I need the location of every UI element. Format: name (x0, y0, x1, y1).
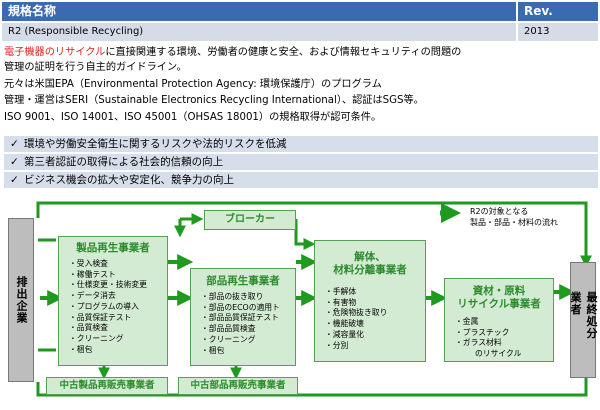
benefit-item: ✓ ビジネス機会の拡大や安定化、競争力の向上 (4, 172, 598, 188)
material-list: 金属 プラスチック ガラス材料 (445, 317, 553, 349)
dismantler-title-1: 解体、 (354, 251, 386, 263)
parts-refurbisher-box: 部品再生事業者 部品の抜き取り 部品のECOの適用ト 部品品質保証テスト 部品品… (190, 268, 296, 366)
list-item: 金属 (455, 317, 553, 328)
parts-refurbisher-title: 部品再生事業者 (206, 275, 280, 287)
list-item: 品質保証テスト (69, 313, 167, 324)
list-item: 品質検査 (69, 323, 167, 334)
list-item: 梱包 (201, 346, 295, 357)
list-item: 有害物 (325, 298, 425, 309)
description-line-2: 管理の証明を行う自主的ガイドライン。 (4, 62, 187, 73)
list-item: 受入検査 (69, 259, 167, 270)
list-item: 梱包 (69, 345, 167, 356)
list-item: 部品品質保証テスト (201, 313, 295, 324)
source-company-box: 排出企業 (8, 218, 34, 382)
used-product-seller-label: 中古製品再販売事業者 (59, 380, 155, 391)
product-refurbisher-steps: 受入検査 稼働テスト 仕様変更・技術変更 データ消去 プログラムの導入 品質保証… (59, 259, 167, 355)
list-item: クリーニング (201, 335, 295, 346)
header-label: Rev. (524, 4, 553, 18)
list-item: 部品の抜き取り (201, 292, 295, 303)
list-item: 分別 (325, 341, 425, 352)
legend-line-2: 製品・部品・材料の流れ (470, 218, 558, 227)
description-text: に直接関連する環境、労働者の健康と安全、および情報セキュリティの問題の (105, 47, 462, 58)
description-line-3: 元々は米国EPA（Environmental Protection Agency… (4, 79, 382, 90)
benefit-text: ビジネス機会の拡大や安定化、競争力の向上 (24, 174, 234, 186)
benefit-text: 第三者認証の取得による社会的信頼の向上 (24, 156, 224, 168)
dismantler-title-2: 材料分離事業者 (333, 264, 407, 276)
used-parts-seller-box: 中古部品再販売事業者 (178, 377, 298, 395)
standard-name-cell: R2 (Responsible Recycling) (2, 23, 516, 41)
table-header-name: 規格名称 (2, 2, 516, 21)
list-item: クリーニング (69, 334, 167, 345)
source-label: 排出企業 (15, 276, 28, 324)
revision-cell: 2013 (518, 23, 598, 41)
table-header-rev: Rev. (518, 2, 598, 21)
revision-value: 2013 (524, 26, 550, 37)
list-item: データ消去 (69, 291, 167, 302)
parts-refurbisher-steps: 部品の抜き取り 部品のECOの適用ト 部品品質保証テスト 部品品質検査 クリーニ… (191, 292, 295, 356)
standard-name: R2 (Responsible Recycling) (8, 26, 144, 37)
material-recycler-box: 資材・原料 リサイクル事業者 金属 プラスチック ガラス材料 のリサイクル (444, 278, 554, 362)
broker-box: ブローカー (204, 210, 296, 230)
used-product-seller-box: 中古製品再販売事業者 (46, 377, 168, 395)
description-line-4: 管理・運営はSERI（Sustainable Electronics Recyc… (4, 95, 424, 106)
highlight-text: 電子機器のリサイクル (4, 47, 106, 58)
benefit-item: ✓ 第三者認証の取得による社会的信頼の向上 (4, 154, 598, 170)
broker-label: ブローカー (225, 214, 275, 225)
list-item: 危険物抜き取り (325, 308, 425, 319)
list-item: 部品品質検査 (201, 324, 295, 335)
benefit-text: 環境や労働安全衛生に関するリスクや法的リスクを低減 (24, 138, 287, 150)
list-item: 仕様変更・技術変更 (69, 280, 167, 291)
list-item: ガラス材料 (455, 338, 553, 349)
product-refurbisher-title: 製品再生事業者 (76, 242, 150, 254)
description-line-5: ISO 9001、ISO 14001、ISO 45001（OHSAS 18001… (4, 112, 382, 123)
legend-line-1: R2の対象となる (470, 207, 529, 216)
description-line-1: 電子機器のリサイクルに直接関連する環境、労働者の健康と安全、および情報セキュリテ… (4, 46, 598, 61)
product-refurbisher-box: 製品再生事業者 受入検査 稼働テスト 仕様変更・技術変更 データ消去 プログラム… (58, 236, 168, 366)
check-icon: ✓ (10, 138, 19, 150)
list-item: プラスチック (455, 328, 553, 339)
list-item: 減容量化 (325, 330, 425, 341)
dismantler-steps: 手解体 有害物 危険物抜き取り 機能破壊 減容量化 分別 (315, 287, 425, 351)
list-item: 手解体 (325, 287, 425, 298)
final-disposal-box: 最終処分業者 (569, 262, 598, 378)
material-recycling-note: のリサイクル (475, 349, 522, 359)
legend: R2の対象となる 製品・部品・材料の流れ (470, 206, 558, 228)
material-recycler-title-1: 資材・原料 (472, 285, 526, 297)
list-item: プログラムの導入 (69, 302, 167, 313)
list-item: 部品のECOの適用ト (201, 303, 295, 314)
final-disposal-label: 最終処分業者 (569, 291, 598, 340)
benefit-item: ✓ 環境や労働安全衛生に関するリスクや法的リスクを低減 (4, 136, 598, 152)
used-parts-seller-label: 中古部品再販売事業者 (190, 380, 286, 391)
list-item: 稼働テスト (69, 270, 167, 281)
material-recycler-title-2: リサイクル事業者 (457, 298, 541, 310)
list-item: 機能破壊 (325, 319, 425, 330)
check-icon: ✓ (10, 156, 19, 168)
check-icon: ✓ (10, 174, 19, 186)
header-label: 規格名称 (8, 4, 57, 18)
dismantler-box: 解体、 材料分離事業者 手解体 有害物 危険物抜き取り 機能破壊 減容量化 分別 (314, 240, 426, 362)
